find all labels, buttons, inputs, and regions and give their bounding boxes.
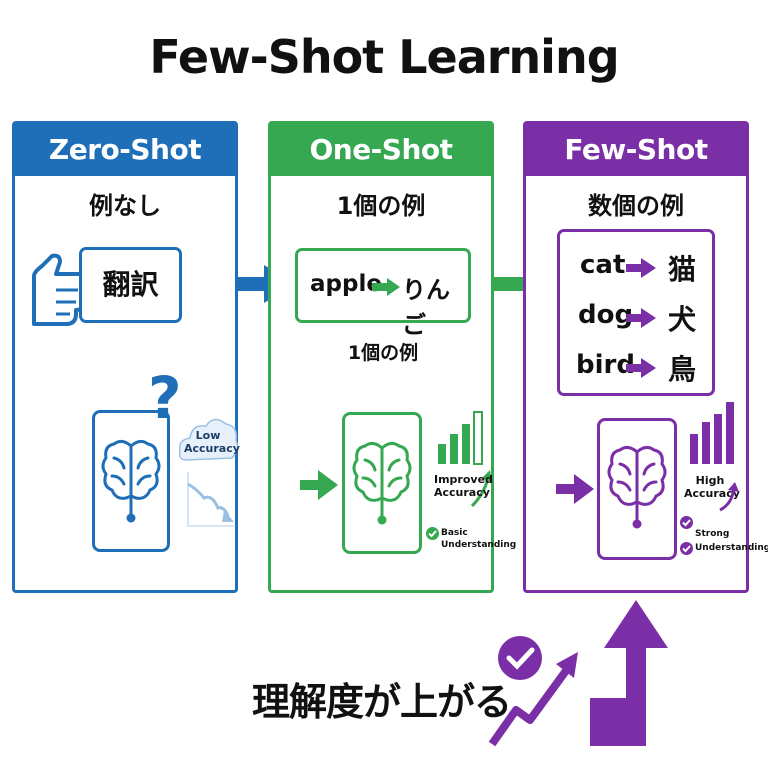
few-shot-heading: Few-Shot (526, 124, 746, 176)
few-shot-examples-box: cat 猫 dog 犬 bird 鳥 (557, 229, 715, 396)
strong-understanding-label: Strong Understanding (695, 529, 768, 553)
example-target: 鳥 (668, 353, 697, 386)
low-accuracy-chart (178, 418, 239, 527)
few-shot-example-row: bird 鳥 (560, 346, 712, 386)
one-shot-subtitle: 1個の例 (336, 192, 426, 220)
one-shot-example-caption: 1個の例 (347, 342, 419, 364)
brain-icon (607, 445, 667, 529)
improving-bar-chart-icon (438, 411, 492, 508)
translate-task-label: 翻訳 (102, 268, 159, 301)
translate-task-box: 翻訳 (79, 247, 182, 323)
few-shot-example-row: cat 猫 (560, 246, 712, 286)
example-target: 犬 (668, 303, 697, 336)
brain-icon (352, 441, 412, 525)
zero-shot-panel: Zero-Shot 例なし (12, 121, 238, 593)
zero-shot-subtitle: 例なし (89, 192, 161, 220)
improved-accuracy-label: Improved Accuracy (434, 473, 493, 499)
low-accuracy-label: Low Accuracy (184, 429, 240, 455)
page-title: Few-Shot Learning (149, 30, 619, 84)
few-shot-subtitle: 数個の例 (588, 192, 684, 220)
right-arrow-icon (626, 308, 656, 328)
one-shot-example-box: apple りんご (295, 248, 471, 339)
high-accuracy-label: High Accuracy (684, 474, 740, 500)
check-circle-icon (426, 527, 439, 540)
input-arrow-icon (300, 470, 338, 500)
example-target: 猫 (668, 253, 697, 286)
zero-shot-heading: Zero-Shot (15, 124, 235, 176)
right-arrow-icon (372, 278, 400, 296)
example-source: cat (580, 250, 626, 280)
basic-understanding-label: Basic Understanding (441, 528, 517, 550)
brain-icon (101, 439, 161, 523)
understanding-increases-label: 理解度が上がる (252, 680, 512, 724)
up-arrow-icon (719, 482, 739, 512)
one-shot-heading: One-Shot (271, 124, 491, 176)
check-circle-icon (680, 516, 693, 529)
right-arrow-icon (626, 258, 656, 278)
right-arrow-icon (626, 358, 656, 378)
check-circle-icon (680, 542, 693, 555)
example-source: dog (578, 300, 634, 330)
example-source: apple (310, 271, 382, 297)
example-source: bird (576, 350, 635, 380)
high-bar-chart-icon (690, 402, 734, 464)
step-up-arrow-icon (590, 600, 668, 746)
example-target: りんご (402, 276, 450, 339)
input-arrow-icon (556, 474, 594, 504)
growth-arrow-icon (488, 636, 578, 747)
question-mark-icon: ? (148, 364, 182, 432)
few-shot-example-row: dog 犬 (560, 296, 712, 336)
